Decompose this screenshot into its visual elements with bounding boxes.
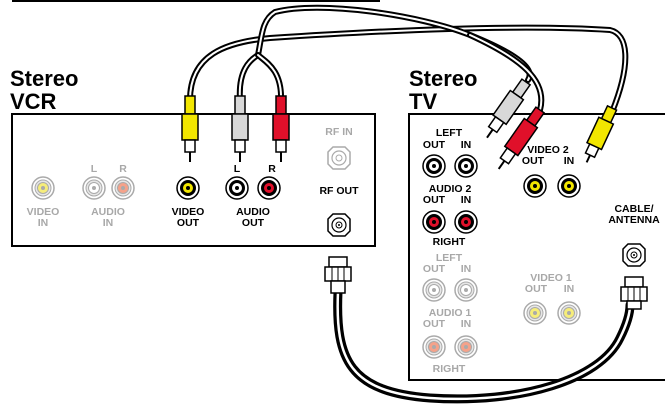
- rf-coax-cable: [333, 287, 635, 404]
- tv-audio2-left-in-jack: [454, 154, 478, 178]
- av-cables: [187, 4, 629, 115]
- tv-video1-out-jack: [523, 301, 547, 325]
- tv-label-right-bottom: RIGHT: [433, 363, 466, 375]
- vcr-label-audio-in-1: AUDIO: [91, 206, 125, 218]
- tv-title-line1: Stereo: [409, 66, 477, 91]
- vcr-video-plug: [181, 95, 199, 162]
- tv-label-right-top: RIGHT: [433, 236, 466, 248]
- tv-label-audio1-in: IN: [461, 318, 472, 330]
- vcr-video-in-jack: [31, 176, 55, 200]
- vcr-label-audio-l: L: [91, 163, 98, 175]
- vcr-label-video-in-2: IN: [38, 217, 49, 229]
- vcr-label-video-out-1: VIDEO: [172, 206, 205, 218]
- tv-label-audio1: AUDIO 1: [429, 307, 472, 319]
- vcr-audio-in-r-jack: [111, 176, 135, 200]
- vcr-rf-plug: [324, 256, 352, 294]
- tv-label-video1-in: IN: [564, 283, 575, 295]
- tv-rf-plug: [620, 276, 648, 310]
- vcr-audio-out-l-jack: [225, 176, 249, 200]
- tv-label-audio1-out: OUT: [423, 318, 446, 330]
- vcr-label-audio-out-2: OUT: [242, 217, 265, 229]
- tv-label-left-bottom: LEFT: [436, 252, 463, 264]
- tv-cable-antenna-connector: [622, 243, 646, 267]
- tv-audio1-left-in-jack: [454, 278, 478, 302]
- vcr-title-line1: Stereo: [10, 66, 78, 91]
- tv-label-out-top: OUT: [423, 139, 446, 151]
- tv-label-out-bottom: OUT: [423, 263, 446, 275]
- tv-video-yellow-plug: [584, 104, 618, 163]
- tv-audio1-right-out-jack: [422, 335, 446, 359]
- tv-video2-in-jack: [557, 174, 581, 198]
- vcr-audio-out-r-jack: [257, 176, 281, 200]
- vcr-label-video-out-2: OUT: [177, 217, 200, 229]
- vcr-label-audio-in-2: IN: [103, 217, 114, 229]
- vcr-label-rf-out: RF OUT: [319, 185, 359, 197]
- vcr-rf-out-connector: [327, 213, 351, 237]
- vcr-plug-label-l: L: [234, 163, 241, 175]
- tv-label-left-top: LEFT: [436, 127, 463, 139]
- tv-label-antenna: ANTENNA: [608, 214, 660, 226]
- vcr-label-audio-r: R: [119, 163, 127, 175]
- tv-audio2-left-out-jack: [422, 154, 446, 178]
- vcr-audio-r-plug: [272, 95, 290, 162]
- vcr-audio-l-plug: [231, 95, 249, 162]
- vcr-label-video-in-1: VIDEO: [27, 206, 60, 218]
- vcr-label-rf-in: RF IN: [325, 126, 352, 138]
- vcr-plug-label-r: R: [268, 163, 276, 175]
- tv-audio2-right-in-jack: [454, 210, 478, 234]
- tv-label-in-top: IN: [461, 139, 472, 151]
- vcr-audio-in-l-jack: [82, 176, 106, 200]
- vcr-rf-in-connector: [327, 146, 351, 170]
- tv-label-video2: VIDEO 2: [527, 144, 569, 156]
- tv-audio1-left-out-jack: [422, 278, 446, 302]
- tv-label-video1: VIDEO 1: [530, 272, 572, 284]
- tv-audio-red-plug: [497, 106, 546, 170]
- vcr-label-audio-out-1: AUDIO: [236, 206, 270, 218]
- tv-label-audio2-in: IN: [461, 194, 472, 206]
- tv-label-video2-in: IN: [564, 155, 575, 167]
- tv-video1-in-jack: [557, 301, 581, 325]
- tv-audio-white-plug: [486, 78, 532, 139]
- tv-label-video1-out: OUT: [525, 283, 548, 295]
- tv-audio2-right-out-jack: [422, 210, 446, 234]
- vcr-video-out-jack: [176, 176, 200, 200]
- tv-label-cable: CABLE/: [614, 203, 653, 215]
- vcr-title-line2: VCR: [10, 89, 57, 114]
- tv-title-line2: TV: [409, 89, 437, 114]
- tv-label-in-bottom: IN: [461, 263, 472, 275]
- tv-label-video2-out: OUT: [522, 155, 545, 167]
- tv-label-audio2-out: OUT: [423, 194, 446, 206]
- tv-label-audio2: AUDIO 2: [429, 183, 472, 195]
- tv-video2-out-jack: [523, 174, 547, 198]
- tv-audio1-right-in-jack: [454, 335, 478, 359]
